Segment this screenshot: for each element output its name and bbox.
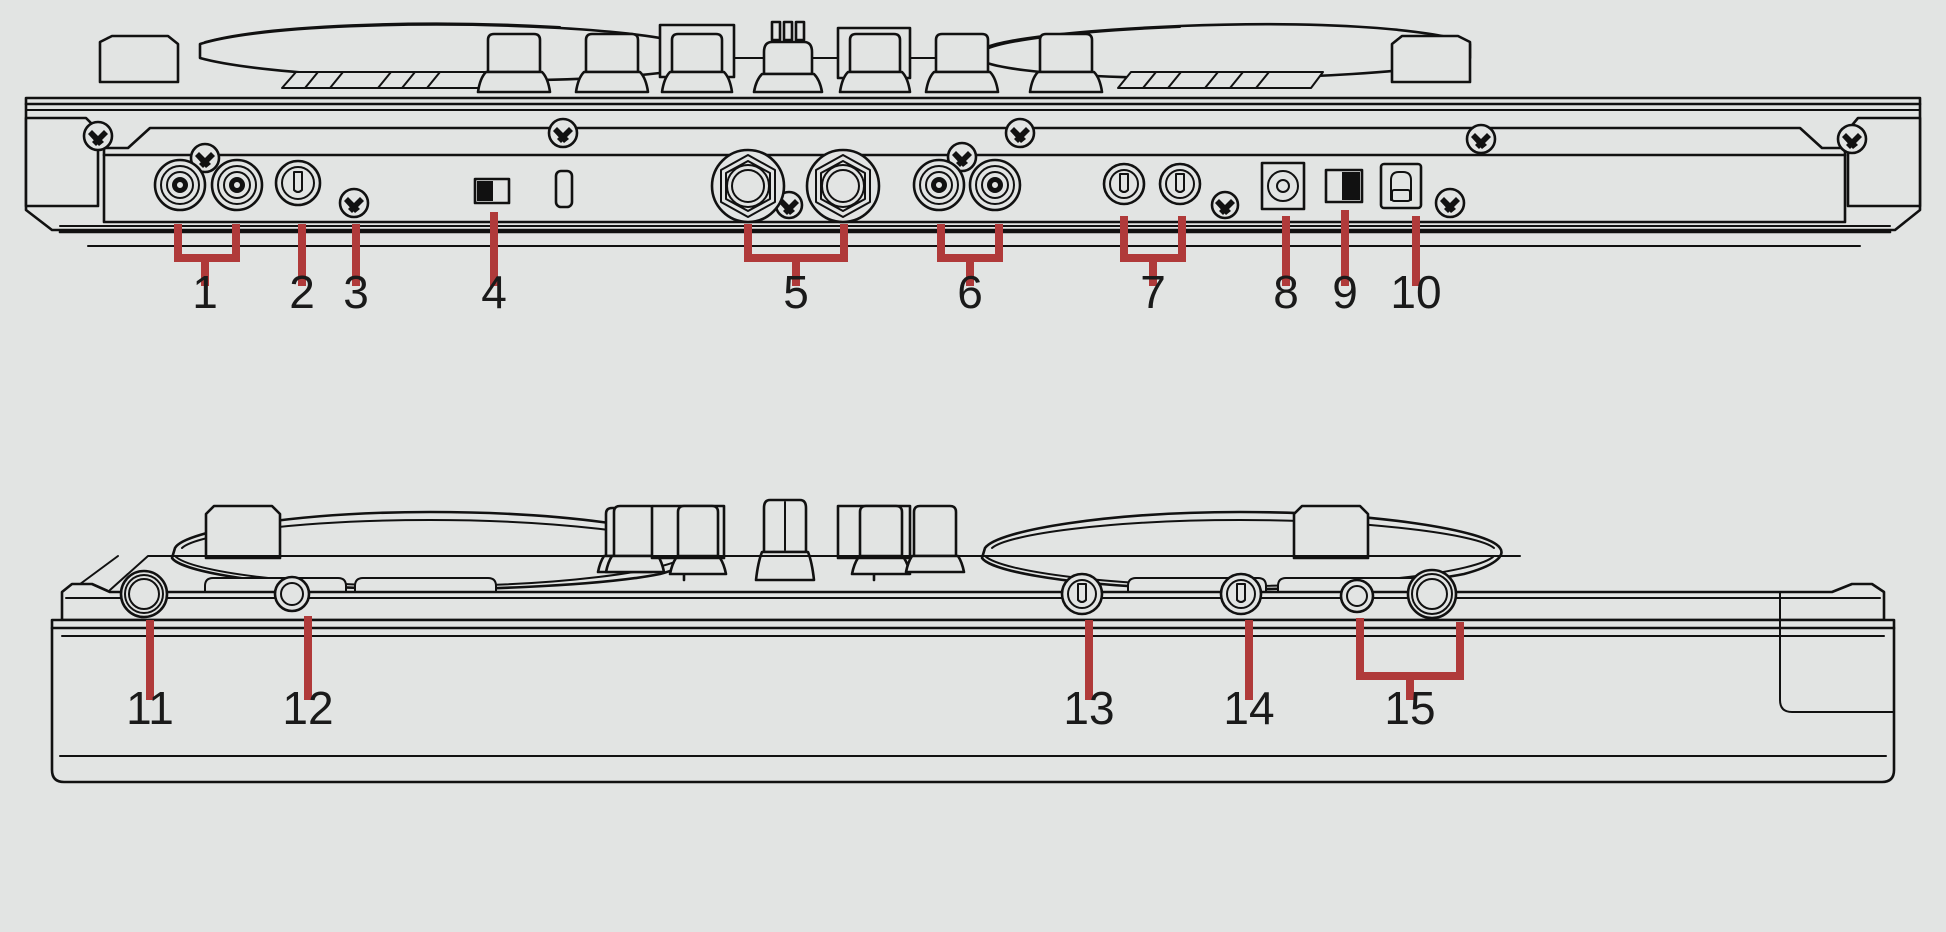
callout-number: 7 <box>1140 266 1166 318</box>
callout-number: 11 <box>126 682 174 734</box>
rotary-knob-pair[interactable] <box>1102 162 1202 206</box>
callout-number: 1 <box>192 266 218 318</box>
rca-jack-icon[interactable] <box>912 158 966 212</box>
screw-icon <box>1004 117 1036 149</box>
kensington-lock-slot-icon[interactable] <box>1324 168 1364 204</box>
trs-jack-pair-output[interactable] <box>710 148 881 224</box>
callout-number: 8 <box>1273 266 1299 318</box>
rear-top-knob <box>574 32 650 94</box>
rca-jack-pair-output[interactable] <box>912 158 1022 212</box>
callout-number: 13 <box>1063 682 1114 734</box>
callout-number: 2 <box>289 266 315 318</box>
headphone-jack-mini-icon[interactable] <box>273 575 311 613</box>
rear-top-knob <box>1028 32 1104 94</box>
rca-jack-icon[interactable] <box>968 158 1022 212</box>
screw-icon <box>547 117 579 149</box>
callout-number: 15 <box>1384 682 1435 734</box>
rotary-knob-icon[interactable] <box>1158 162 1202 206</box>
headphone-jack-quarter-inch-icon[interactable] <box>119 569 169 619</box>
rotary-knob-icon[interactable] <box>274 159 322 207</box>
screw-icon <box>1836 123 1868 155</box>
callout-group-front: 11 12 13 14 15 <box>126 616 1464 734</box>
slide-switch-icon[interactable] <box>473 177 511 205</box>
trs-jack-icon[interactable] <box>805 148 881 224</box>
front-top-fader <box>836 504 912 582</box>
rotary-knob-icon[interactable] <box>1060 572 1104 616</box>
rca-jack-icon[interactable] <box>153 158 207 212</box>
rotary-knob-icon[interactable] <box>1219 572 1263 616</box>
rear-top-knob <box>924 32 1000 94</box>
screw-icon <box>1434 187 1466 219</box>
trs-jack-icon[interactable] <box>710 148 786 224</box>
front-panel-body <box>50 555 1896 784</box>
front-top-deck <box>170 498 1503 591</box>
screw-icon <box>189 142 221 174</box>
mic-jack-quarter-inch-icon[interactable] <box>1406 568 1458 620</box>
mic-jack-mini-icon[interactable] <box>1339 578 1375 614</box>
screw-icon <box>338 187 370 219</box>
callout-number: 6 <box>957 266 983 318</box>
rear-top-crossfader <box>752 20 824 94</box>
screw-icon <box>946 141 978 173</box>
rotary-knob-icon[interactable] <box>1102 162 1146 206</box>
screw-icon <box>82 120 114 152</box>
callout-group-rear: 1 2 3 4 5 6 7 8 9 <box>174 210 1442 318</box>
rear-top-knob <box>476 32 552 94</box>
callout-number: 10 <box>1390 266 1441 318</box>
usb-b-port-icon[interactable] <box>1379 162 1423 210</box>
screw-icon <box>1465 123 1497 155</box>
front-top-knob <box>904 504 966 574</box>
callout-number: 3 <box>343 266 369 318</box>
front-top-crossfader <box>754 498 816 582</box>
rear-top-fader <box>836 26 912 94</box>
rca-jack-pair-input[interactable] <box>153 158 264 212</box>
callout-number: 12 <box>282 682 333 734</box>
rear-top-fader <box>658 23 736 94</box>
callout-number: 4 <box>481 266 507 318</box>
screw-icon <box>1210 190 1240 220</box>
rear-top-deck <box>98 20 1472 94</box>
mic-jack-pair[interactable] <box>1339 568 1458 620</box>
callout-number: 9 <box>1332 266 1358 318</box>
callout-number: 5 <box>783 266 809 318</box>
rca-jack-icon[interactable] <box>210 158 264 212</box>
callout-number: 14 <box>1223 682 1274 734</box>
dc-power-jack-icon[interactable] <box>1260 161 1306 211</box>
vent-slot-icon <box>554 169 574 209</box>
